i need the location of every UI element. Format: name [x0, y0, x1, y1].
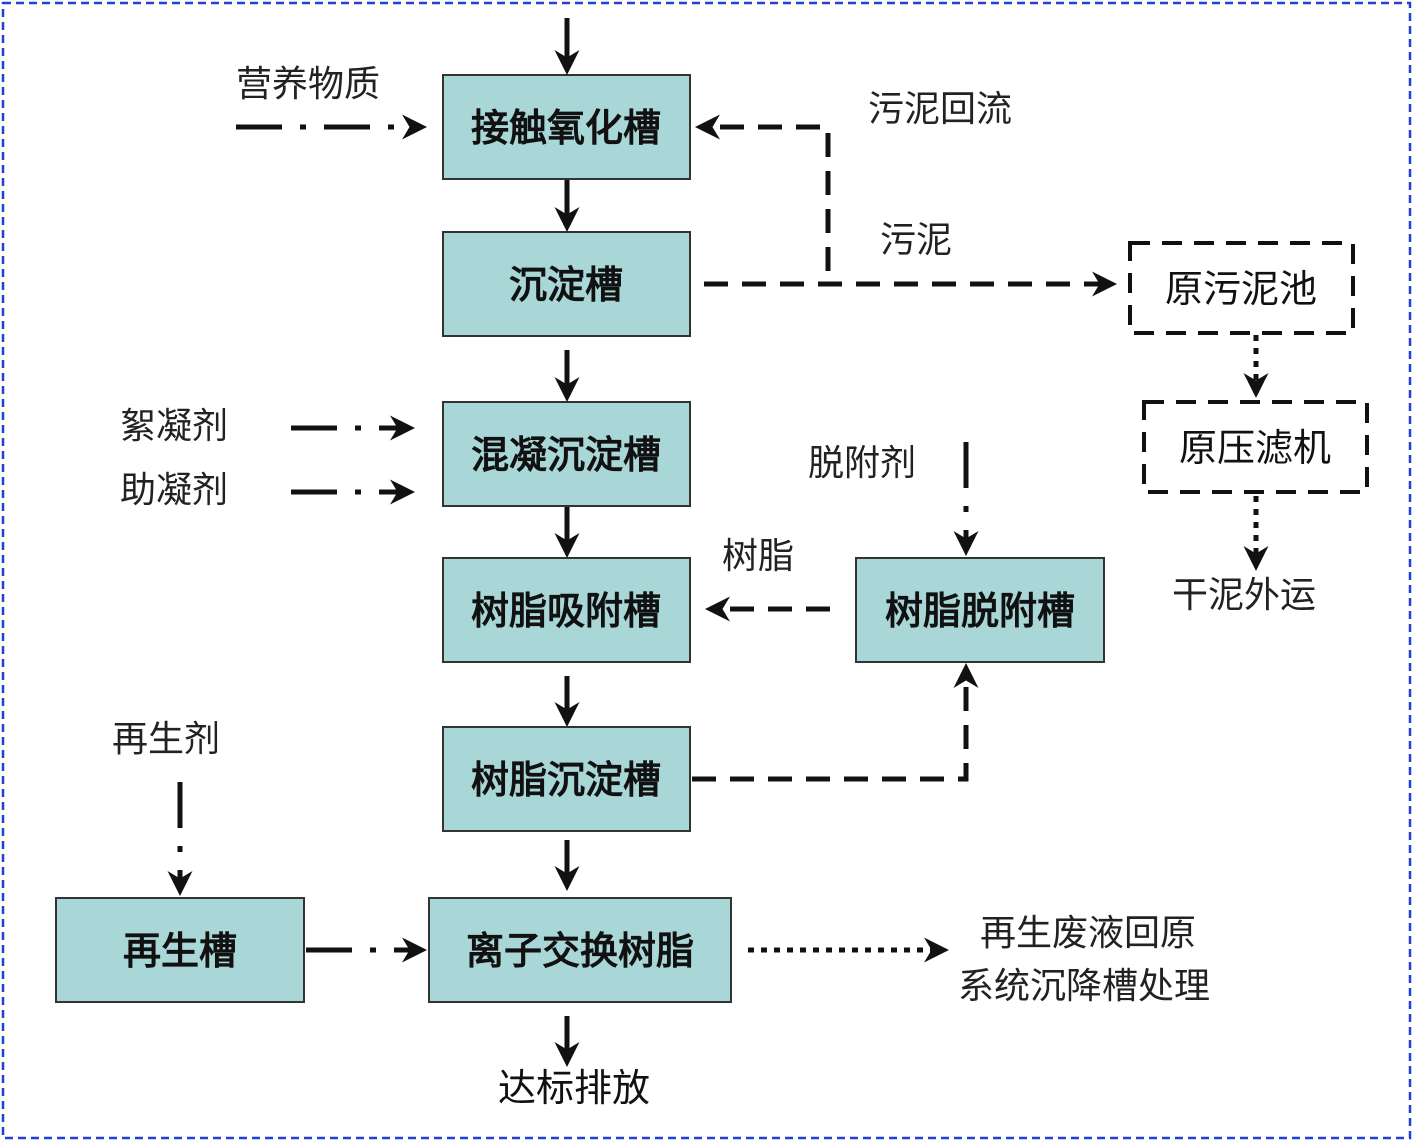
label-flocculant: 絮凝剂: [120, 406, 228, 447]
label-dry-sludge-out: 干泥外运: [1172, 575, 1316, 616]
label-coagulant-aid: 助凝剂: [120, 470, 228, 511]
box-raw-filter-press-label: 原压滤机: [1179, 426, 1331, 470]
box-sedimentation-label: 沉淀槽: [509, 263, 623, 307]
box-resin-sedimentation: 树脂沉淀槽: [442, 726, 691, 832]
box-coagulation-sedimentation: 混凝沉淀槽: [442, 401, 691, 507]
label-sludge-return: 污泥回流: [868, 89, 1012, 130]
box-raw-sludge-tank: 原污泥池: [1128, 241, 1355, 335]
label-waste-line2: 系统沉降槽处理: [958, 966, 1210, 1007]
label-discharge: 达标排放: [498, 1066, 650, 1110]
box-ion-exchange-label: 离子交换树脂: [466, 929, 694, 973]
box-coagulation-sedimentation-label: 混凝沉淀槽: [471, 433, 661, 477]
label-desorbent: 脱附剂: [808, 443, 916, 484]
box-resin-sedimentation-label: 树脂沉淀槽: [471, 758, 661, 802]
label-nutrients: 营养物质: [236, 64, 380, 105]
box-sedimentation: 沉淀槽: [442, 231, 691, 337]
arrow-resin-to-desorption: [692, 663, 979, 782]
arrow-sludge-return: [695, 114, 831, 271]
label-resin: 树脂: [722, 536, 794, 577]
box-ion-exchange: 离子交换树脂: [428, 897, 732, 1003]
box-raw-filter-press: 原压滤机: [1142, 400, 1369, 494]
label-regenerant: 再生剂: [112, 719, 220, 760]
box-raw-sludge-tank-label: 原污泥池: [1165, 267, 1317, 311]
box-contact-oxidation-label: 接触氧化槽: [471, 106, 661, 150]
box-resin-desorption: 树脂脱附槽: [855, 557, 1105, 663]
box-regeneration-label: 再生槽: [123, 929, 237, 973]
box-resin-desorption-label: 树脂脱附槽: [885, 589, 1075, 633]
box-resin-adsorption-label: 树脂吸附槽: [471, 589, 661, 633]
box-contact-oxidation: 接触氧化槽: [442, 74, 691, 180]
label-sludge: 污泥: [880, 220, 952, 261]
label-waste-line1: 再生废液回原: [980, 913, 1196, 954]
box-resin-adsorption: 树脂吸附槽: [442, 557, 691, 663]
box-regeneration: 再生槽: [55, 897, 305, 1003]
